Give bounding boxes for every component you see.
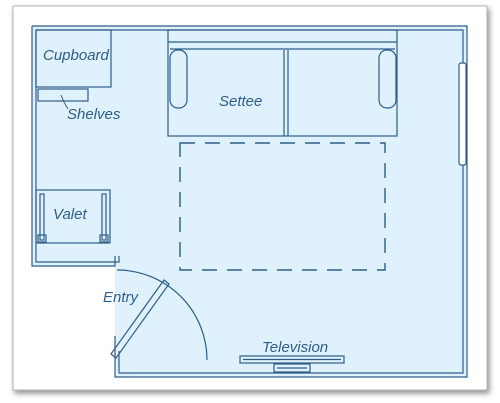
cupboard-label: Cupboard xyxy=(43,47,110,64)
shelves-leader-line xyxy=(60,94,69,110)
window xyxy=(458,62,467,166)
cupboard xyxy=(35,29,112,88)
settee-label: Settee xyxy=(219,93,262,110)
valet-label: Valet xyxy=(53,206,87,223)
valet xyxy=(35,189,111,244)
television xyxy=(239,355,345,373)
entry-label: Entry xyxy=(103,289,140,306)
rug xyxy=(179,142,386,271)
television-label: Television xyxy=(262,339,328,356)
room-floor xyxy=(32,26,467,377)
entry-door xyxy=(110,269,208,361)
settee xyxy=(167,29,398,137)
shelves-label: Shelves xyxy=(67,106,121,123)
